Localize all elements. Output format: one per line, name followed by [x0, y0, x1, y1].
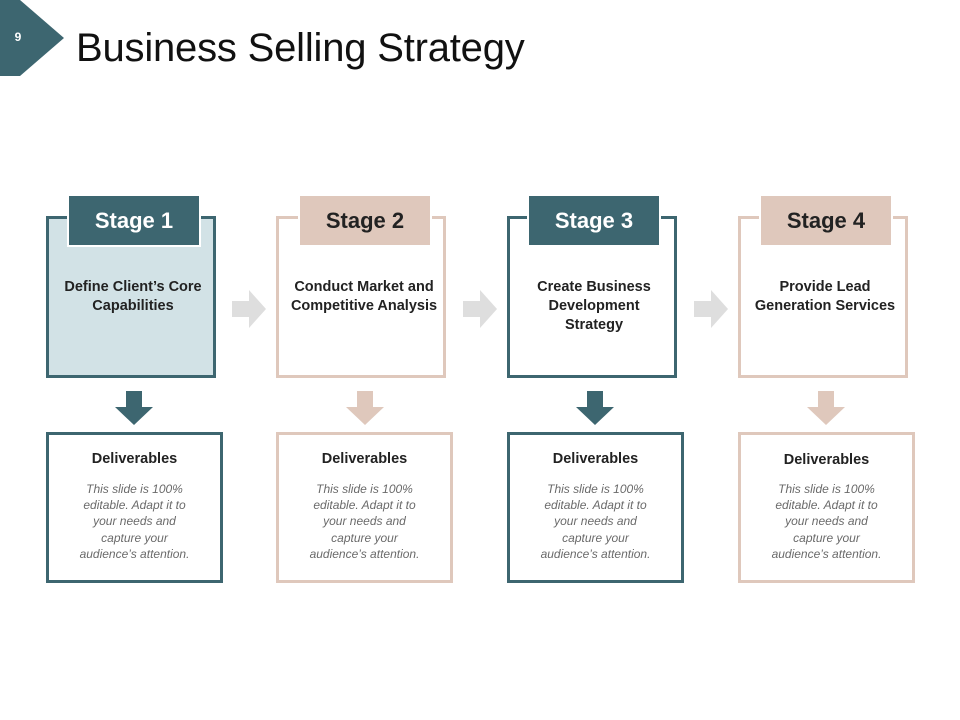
- deliverables-title-1: Deliverables: [91, 451, 178, 467]
- arrow-right-icon: [463, 290, 497, 328]
- deliverables-line: This slide is 100%: [86, 482, 183, 496]
- deliverables-line: capture your: [331, 530, 398, 545]
- arrow-down-icon: [807, 391, 845, 425]
- deliverables-text-4: This slide is 100% editable. Adapt it to…: [738, 481, 915, 562]
- deliverables-line: your needs and: [785, 514, 868, 529]
- deliverables-line: capture your: [562, 530, 629, 545]
- deliverables-line: editable. Adapt it to: [313, 498, 416, 513]
- arrow-right-icon: [694, 290, 728, 328]
- stage-3-tab: Stage 3: [527, 194, 661, 247]
- arrow-down-icon: [576, 391, 614, 425]
- deliverables-line: audience’s attention.: [540, 546, 651, 561]
- deliverables-text-2: This slide is 100% editable. Adapt it to…: [276, 481, 453, 562]
- slide-number-chevron-icon: [0, 0, 64, 76]
- deliverables-card-2: [276, 432, 453, 583]
- deliverables-line: audience’s attention.: [309, 546, 420, 561]
- deliverables-card-1: [46, 432, 223, 583]
- stage-2-description: Conduct Market and Competitive Analysis: [290, 279, 438, 314]
- stage-1-description: Define Client’s Core Capabilities: [64, 279, 202, 314]
- deliverables-title-4: Deliverables: [783, 452, 870, 468]
- stage-1-tab: Stage 1: [67, 194, 201, 247]
- deliverables-line: audience’s attention.: [771, 546, 882, 561]
- arrow-down-icon: [346, 391, 384, 425]
- arrow-right-icon: [232, 290, 266, 328]
- deliverables-text-1: This slide is 100% editable. Adapt it to…: [46, 481, 223, 562]
- stage-4-tab: Stage 4: [759, 194, 893, 247]
- deliverables-line: editable. Adapt it to: [83, 498, 186, 513]
- deliverables-line: This slide is 100%: [778, 482, 875, 496]
- deliverables-line: your needs and: [554, 514, 637, 529]
- deliverables-title-3: Deliverables: [552, 451, 639, 467]
- page-title: Business Selling Strategy: [76, 26, 525, 70]
- deliverables-text-3: This slide is 100% editable. Adapt it to…: [507, 481, 684, 562]
- deliverables-line: editable. Adapt it to: [544, 498, 647, 513]
- deliverables-line: editable. Adapt it to: [775, 498, 878, 513]
- deliverables-line: your needs and: [93, 514, 176, 529]
- deliverables-line: capture your: [101, 530, 168, 545]
- deliverables-card-3: [507, 432, 684, 583]
- stage-4-description: Provide Lead Generation Services: [754, 279, 896, 314]
- deliverables-line: your needs and: [323, 514, 406, 529]
- slide-number: 9: [14, 30, 22, 44]
- stage-3-description: Create Business Development Strategy: [537, 279, 651, 333]
- stage-2-tab: Stage 2: [298, 194, 432, 247]
- deliverables-line: This slide is 100%: [316, 482, 413, 496]
- deliverables-title-2: Deliverables: [321, 451, 408, 467]
- deliverables-line: This slide is 100%: [547, 482, 644, 496]
- deliverables-line: capture your: [793, 530, 860, 545]
- arrow-down-icon: [115, 391, 153, 425]
- deliverables-card-4: [738, 432, 915, 583]
- deliverables-line: audience’s attention.: [79, 546, 190, 561]
